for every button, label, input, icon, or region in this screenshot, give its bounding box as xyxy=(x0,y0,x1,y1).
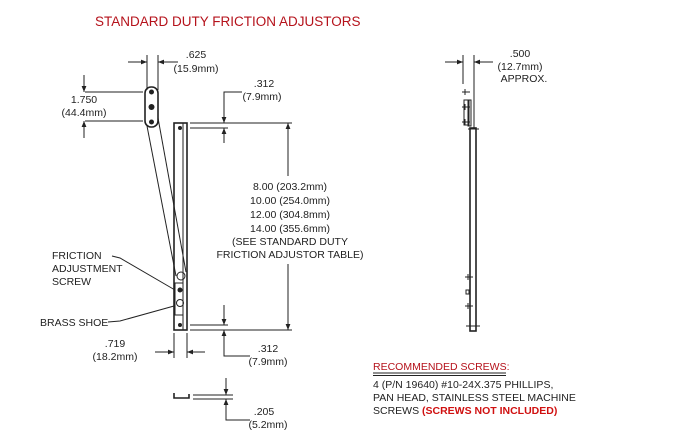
length-note-1: (SEE STANDARD DUTY xyxy=(232,236,348,248)
front-view xyxy=(144,55,188,331)
screws-not-included-note: (SCREWS NOT INCLUDED) xyxy=(422,405,557,417)
length-14: 14.00 (355.6mm) xyxy=(250,223,330,235)
dim-312-bottom-in: .312 xyxy=(258,343,279,355)
drawing-title: STANDARD DUTY FRICTION ADJUSTORS xyxy=(95,14,361,29)
screws-line-2: PAN HEAD, STAINLESS STEEL MACHINE xyxy=(373,392,576,404)
dim-719-in: .719 xyxy=(105,338,126,350)
dim-625-mm: (15.9mm) xyxy=(174,63,219,75)
screws-heading: RECOMMENDED SCREWS: xyxy=(373,361,510,373)
friction-screw-label-2: ADJUSTMENT xyxy=(52,263,123,275)
dim-500-in: .500 xyxy=(510,48,531,60)
dim-312-top-mm: (7.9mm) xyxy=(242,91,281,103)
brass-shoe-label: BRASS SHOE xyxy=(40,317,108,329)
dim-205-mm: (5.2mm) xyxy=(248,419,287,431)
length-note-2: FRICTION ADJUSTOR TABLE) xyxy=(216,249,363,261)
dim-500-approx: APPROX. xyxy=(501,73,548,85)
friction-screw-label-1: FRICTION xyxy=(52,250,102,262)
length-12: 12.00 (304.8mm) xyxy=(250,209,330,221)
dim-312-top-in: .312 xyxy=(254,78,275,90)
screws-line-1: 4 (P/N 19640) #10-24X.375 PHILLIPS, xyxy=(373,379,553,391)
dim-500-mm: (12.7mm) xyxy=(498,61,543,73)
length-8: 8.00 (203.2mm) xyxy=(253,181,327,193)
dim-205-in: .205 xyxy=(254,406,275,418)
dim-625-in: .625 xyxy=(186,49,207,61)
screws-line-3: SCREWS xyxy=(373,405,419,417)
dim-1750-mm: (44.4mm) xyxy=(62,107,107,119)
friction-screw-label-3: SCREW xyxy=(52,276,91,288)
dim-1750-in: 1.750 xyxy=(71,94,97,106)
length-10: 10.00 (254.0mm) xyxy=(250,195,330,207)
side-view xyxy=(462,55,480,332)
dim-719-mm: (18.2mm) xyxy=(93,351,138,363)
dim-312-bottom-mm: (7.9mm) xyxy=(248,356,287,368)
